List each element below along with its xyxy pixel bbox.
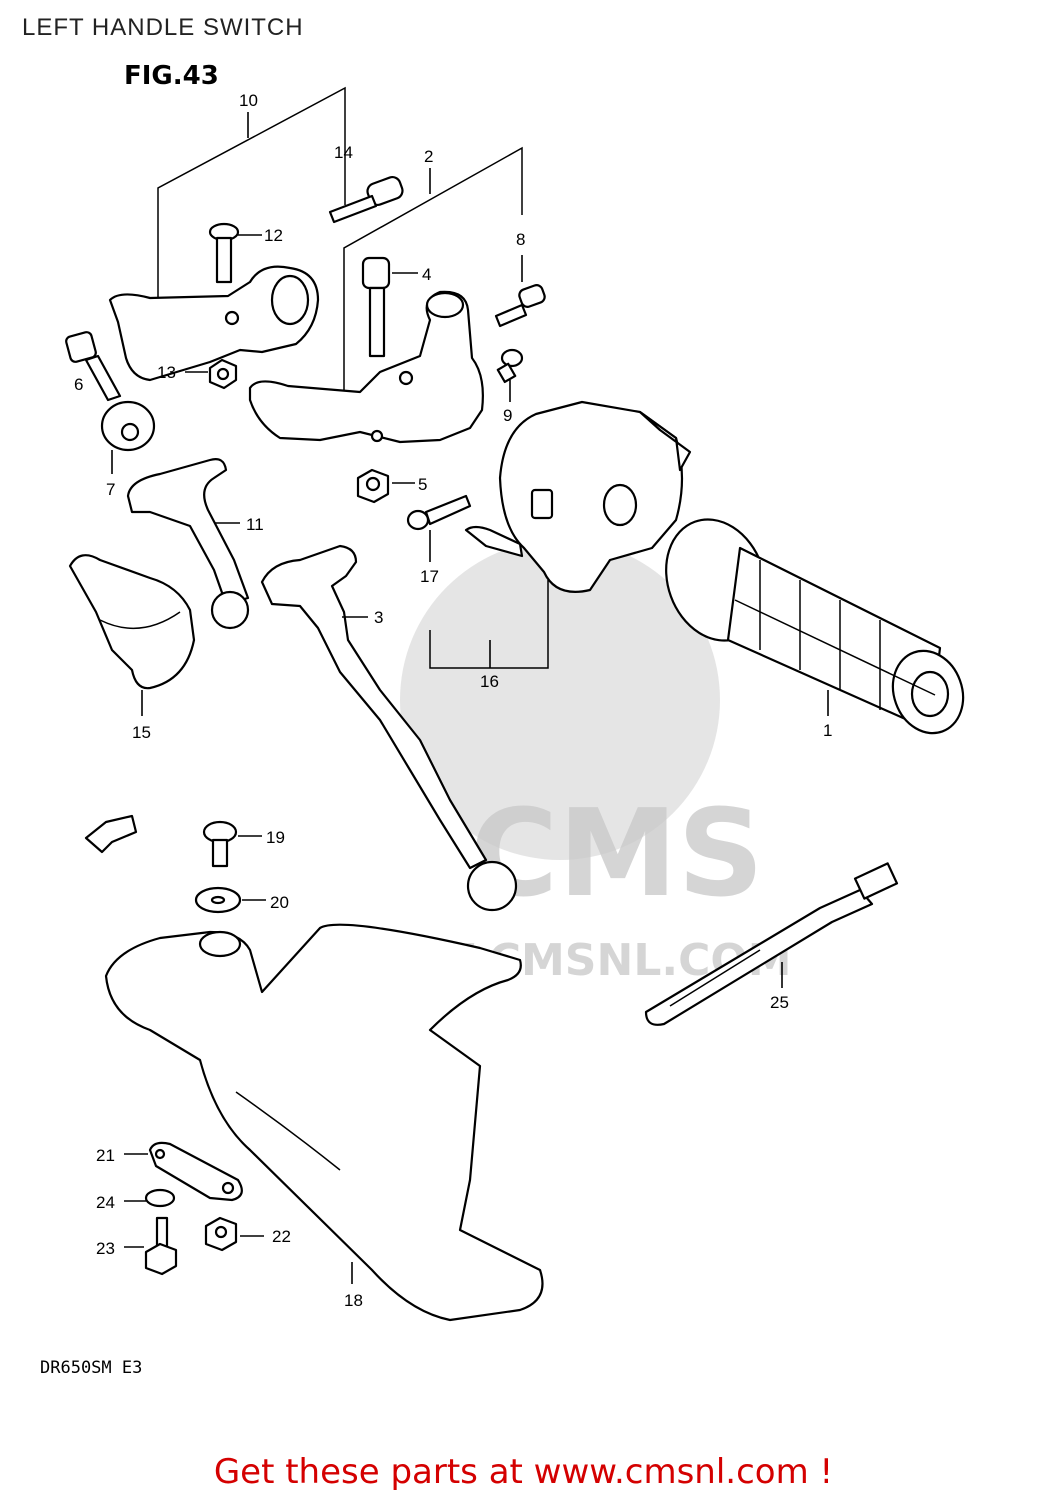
lever-holder-2 <box>248 290 484 444</box>
callout-20: 20 <box>270 893 289 912</box>
bolt-4 <box>361 256 391 358</box>
callout-19: 19 <box>266 828 285 847</box>
switch-housing-16 <box>464 400 692 593</box>
callout-6: 6 <box>74 375 83 394</box>
callout-7: 7 <box>106 480 115 499</box>
callout-23: 23 <box>96 1239 115 1258</box>
cable-tie-25 <box>644 862 899 1026</box>
washer-20 <box>194 886 242 914</box>
callout-5: 5 <box>418 475 427 494</box>
callout-10: 10 <box>239 91 258 110</box>
callout-1: 1 <box>823 721 832 740</box>
lever-3 <box>260 544 518 912</box>
grip-1 <box>665 518 965 735</box>
screw-17 <box>406 494 472 531</box>
washer-24 <box>144 1188 176 1208</box>
group-bracket-16 <box>429 580 549 669</box>
callout-3: 3 <box>374 608 383 627</box>
nut-5 <box>356 468 390 504</box>
fwd-arrow: FWD <box>84 814 138 854</box>
locknut-7 <box>100 400 156 452</box>
bolt-8 <box>494 284 546 328</box>
watermark: CMS WWW.CMSNL.COM <box>330 540 792 986</box>
nut-13 <box>208 358 238 390</box>
callout-18: 18 <box>344 1291 363 1310</box>
bracket-21 <box>148 1141 243 1202</box>
page-title: LEFT HANDLE SWITCH <box>22 14 304 41</box>
model-code: DR650SM E3 <box>40 1358 142 1378</box>
callout-17: 17 <box>420 567 439 586</box>
footer-link[interactable]: Get these parts at www.cmsnl.com ! <box>213 1452 834 1492</box>
callout-13: 13 <box>157 363 176 382</box>
nut-22 <box>204 1216 238 1252</box>
adjuster-6 <box>65 331 122 402</box>
lever-holder-10 <box>108 265 320 382</box>
lever-cover-15 <box>68 554 196 690</box>
callout-16: 16 <box>480 672 499 691</box>
callout-8: 8 <box>516 230 525 249</box>
figure-number: FIG.43 <box>124 61 219 91</box>
lever-11 <box>126 458 250 630</box>
callout-4: 4 <box>422 265 431 284</box>
callout-12: 12 <box>264 226 283 245</box>
callout-14: 14 <box>334 143 353 162</box>
callout-24: 24 <box>96 1193 115 1212</box>
group-bracket-10 <box>157 86 346 300</box>
bolt-23 <box>144 1216 178 1276</box>
callout-21: 21 <box>96 1146 115 1165</box>
screw-9 <box>496 348 524 384</box>
screw-19 <box>202 820 238 868</box>
callout-9: 9 <box>503 406 512 425</box>
handguard-18 <box>104 923 544 1322</box>
callout-25: 25 <box>770 993 789 1012</box>
callout-2: 2 <box>424 147 433 166</box>
callout-15: 15 <box>132 723 151 742</box>
callout-22: 22 <box>272 1227 291 1246</box>
screw-12 <box>208 222 240 284</box>
bolt-14 <box>328 176 404 224</box>
group-bracket-2 <box>343 146 523 395</box>
callout-11: 11 <box>246 515 264 534</box>
watermark-logo: CMS <box>470 785 764 924</box>
